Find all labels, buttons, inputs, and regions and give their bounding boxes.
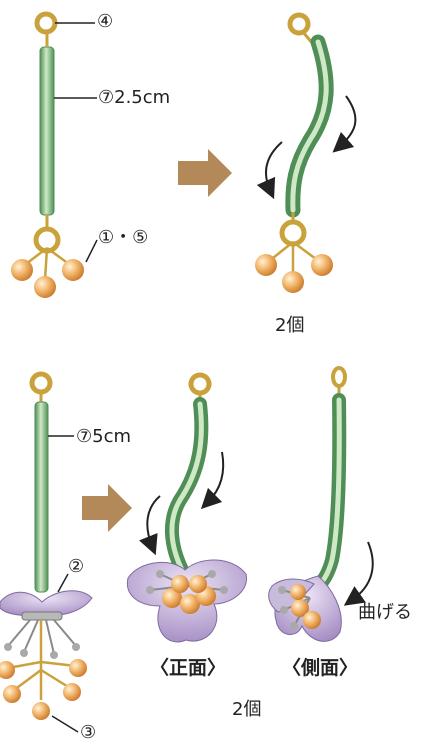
count-label: 2個 xyxy=(275,317,304,335)
gold-bead-icon xyxy=(171,575,189,593)
curved-black-arrow-icon xyxy=(147,496,160,546)
gold-bead-icon xyxy=(290,584,306,600)
gold-bead-icon xyxy=(189,575,207,593)
curved-black-arrow-icon xyxy=(208,452,223,502)
gold-jump-ring-icon xyxy=(32,374,50,392)
beads-label: ③ xyxy=(80,724,96,742)
bead-cluster xyxy=(0,620,87,720)
curved-black-arrow-icon xyxy=(340,96,355,146)
green-wire-icon xyxy=(293,42,326,210)
petals-label: ② xyxy=(68,558,84,576)
jump-ring-label: ④ xyxy=(97,13,113,31)
front-view-flower xyxy=(127,375,246,642)
bead-cluster xyxy=(255,242,333,293)
count-label: 2個 xyxy=(232,701,261,719)
gold-jump-ring-icon xyxy=(290,15,308,33)
gold-jump-ring-icon xyxy=(191,375,209,393)
side-view-caption: 〈側面〉 xyxy=(282,659,358,678)
gold-bead-icon xyxy=(0,661,15,679)
bend-label: 曲げる xyxy=(358,604,412,622)
gold-bead-icon xyxy=(303,611,321,629)
green-wire-icon xyxy=(35,402,48,592)
gold-jump-ring-icon xyxy=(333,368,345,386)
wire-length-label: ⑦2.5cm xyxy=(98,89,170,107)
gold-bead-icon xyxy=(32,702,50,720)
step1-bent-assembly xyxy=(255,15,355,293)
tan-right-arrow-icon xyxy=(82,484,132,532)
bead-cluster xyxy=(11,248,84,298)
gold-bead-icon xyxy=(311,254,333,276)
gold-bead-icon xyxy=(3,685,21,703)
curved-black-arrow-icon xyxy=(266,142,282,190)
side-view-flower xyxy=(269,368,373,641)
green-wire-icon xyxy=(314,400,339,590)
beads-label: ①・⑤ xyxy=(98,229,148,247)
gold-bead-icon xyxy=(69,659,87,677)
gold-bead-icon xyxy=(255,254,277,276)
gold-jump-ring-icon xyxy=(37,14,55,32)
green-wire-icon xyxy=(40,47,54,215)
front-view-caption: 〈正面〉 xyxy=(150,659,226,678)
gold-bead-icon xyxy=(282,271,304,293)
gold-bead-icon xyxy=(11,259,33,281)
wire-length-label: ⑦5cm xyxy=(76,428,131,446)
tan-right-arrow-icon xyxy=(178,149,232,197)
gold-bead-icon xyxy=(62,259,84,281)
gold-bead-icon xyxy=(34,276,56,298)
curved-black-arrow-icon xyxy=(352,542,373,600)
step1-straight-assembly xyxy=(11,14,97,298)
gold-bead-icon xyxy=(63,683,81,701)
